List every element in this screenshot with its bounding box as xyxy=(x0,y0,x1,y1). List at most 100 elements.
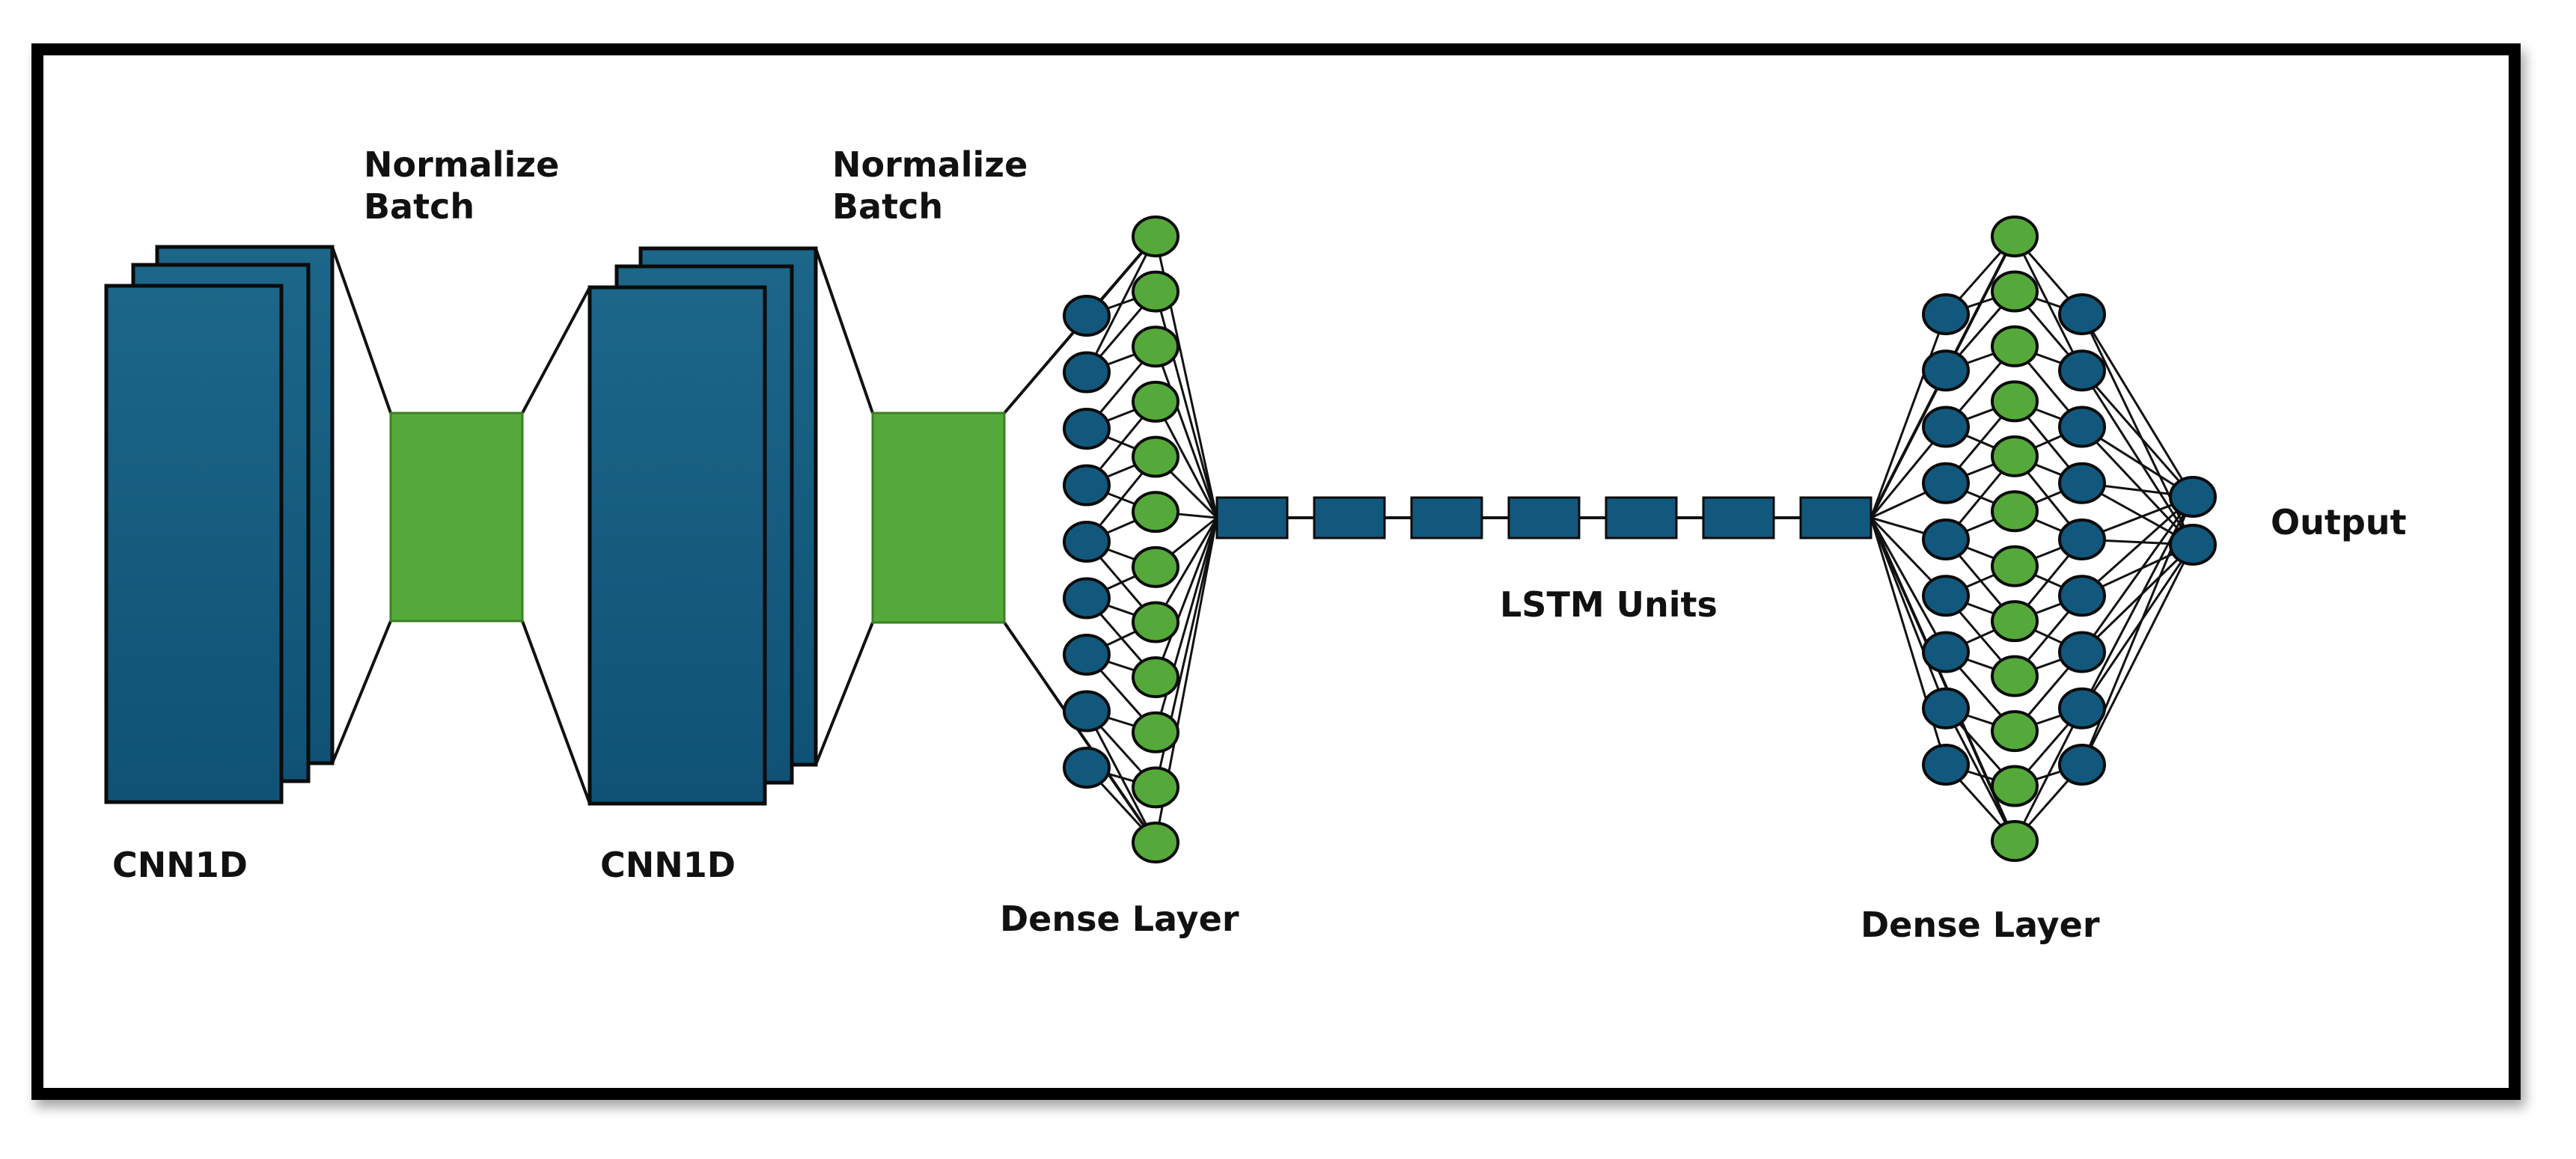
diagram-shapes xyxy=(104,215,2217,863)
dense1-green-node xyxy=(1132,711,1179,753)
dense2-to-output-edge xyxy=(2081,495,2194,597)
dense2-green-node xyxy=(1991,820,2039,862)
dense2-green-node xyxy=(1991,600,2039,643)
lstm-unit xyxy=(1799,496,1873,539)
output-label: Output xyxy=(2271,502,2407,542)
lstm-to-dense2-edge xyxy=(1870,517,1947,709)
dense2-right-node xyxy=(2058,406,2106,448)
dense2-green-node xyxy=(1991,765,2039,807)
dense2-green-node xyxy=(1991,655,2039,697)
dense2-to-output-edge xyxy=(2081,496,2194,653)
norm2-to-dense1-bottom xyxy=(1003,621,1157,844)
dense1-green-node xyxy=(1132,270,1179,313)
dense1-green-node xyxy=(1132,325,1179,368)
dense2-green-node xyxy=(1991,270,2039,313)
lstm-to-dense2-edge xyxy=(1870,370,1947,519)
cnn1-label: CNN1D xyxy=(112,845,248,885)
dense2-left-node xyxy=(1922,462,1970,504)
dense1-to-lstm-edge xyxy=(1154,517,1218,678)
dense2-to-output-edge xyxy=(2081,426,2194,546)
dense1-green-node xyxy=(1132,601,1179,643)
dense2-to-output-edge xyxy=(2081,543,2194,653)
lstm-to-dense2-edge xyxy=(1870,314,1947,519)
dense1-edge xyxy=(1085,236,1157,373)
dense1-blue-node xyxy=(1063,351,1111,394)
dense1-blue-node xyxy=(1063,464,1111,507)
dense2-left-node xyxy=(1922,406,1970,448)
lstm-unit xyxy=(1215,496,1289,539)
lstm-to-dense2-bottom xyxy=(1870,517,2016,842)
norm1-to-cnn2-bottom xyxy=(521,620,591,804)
lstm-label: LSTM Units xyxy=(1500,584,1718,625)
dense1-green-node xyxy=(1132,656,1179,699)
dense2-right-node xyxy=(2058,631,2106,673)
dense2-to-output-edge xyxy=(2081,544,2194,709)
dense1-green-node xyxy=(1132,766,1179,809)
dense2-right-node xyxy=(2058,462,2106,504)
dense2-edge xyxy=(1944,236,2016,371)
norm2-block xyxy=(871,412,1006,624)
output-node xyxy=(2169,524,2217,566)
norm2-label-line1: Normalize xyxy=(832,144,1028,185)
cnn2-to-norm2-top xyxy=(814,248,874,414)
dense1-green-node xyxy=(1132,545,1179,588)
dense2-left-node xyxy=(1922,349,1970,392)
dense1-blue-node xyxy=(1063,577,1111,620)
lstm-unit xyxy=(1702,496,1775,539)
lstm-unit xyxy=(1605,496,1678,539)
dense2-to-output-edge xyxy=(2081,544,2194,765)
dense2-left-node xyxy=(1922,687,1970,730)
lstm-unit xyxy=(1410,496,1483,539)
dense1-blue-node xyxy=(1063,634,1111,676)
dense1-green-node xyxy=(1132,822,1179,863)
cnn2-to-norm2-bottom xyxy=(814,622,874,765)
dense2-to-output-edge xyxy=(2081,314,2194,498)
cnn1-to-norm1-top xyxy=(331,246,392,414)
dense2-edge xyxy=(2013,708,2084,842)
dense2-right-node xyxy=(2058,575,2106,617)
dense2-left-node xyxy=(1922,293,1970,335)
output-node xyxy=(2169,476,2217,518)
dense1-green-node xyxy=(1132,380,1179,423)
dense1-green-node xyxy=(1132,215,1179,257)
dense2-label: Dense Layer xyxy=(1861,905,2100,945)
cnn2-block-front xyxy=(587,285,767,806)
dense2-green-node xyxy=(1991,435,2039,477)
dense2-green-node xyxy=(1991,215,2039,257)
dense1-green-node xyxy=(1132,435,1179,478)
dense2-green-node xyxy=(1991,325,2039,367)
cnn1-to-norm1-bottom xyxy=(331,620,392,764)
dense2-left-node xyxy=(1922,631,1970,673)
dense2-left-node xyxy=(1922,519,1970,560)
dense1-blue-node xyxy=(1063,690,1111,733)
dense2-right-node xyxy=(2058,293,2106,335)
norm1-to-cnn2-top xyxy=(521,287,591,414)
dense2-green-node xyxy=(1991,380,2039,423)
cnn1-block-front xyxy=(104,284,284,804)
dense1-blue-node xyxy=(1063,521,1111,563)
lstm-unit xyxy=(1313,496,1386,539)
norm1-label-line2: Batch xyxy=(364,186,474,227)
dense2-to-output-edge xyxy=(2081,370,2194,545)
dense2-green-node xyxy=(1991,545,2039,587)
dense2-right-node xyxy=(2058,519,2106,560)
dense1-blue-node xyxy=(1063,747,1111,789)
dense2-to-output-edge xyxy=(2081,370,2194,498)
dense1-label: Dense Layer xyxy=(1000,899,1239,939)
dense2-green-node xyxy=(1991,490,2039,533)
dense1-blue-node xyxy=(1063,295,1111,337)
dense2-right-node xyxy=(2058,687,2106,730)
dense2-left-node xyxy=(1922,575,1970,617)
lstm-to-dense2-edge xyxy=(1870,517,1947,653)
dense2-right-node xyxy=(2058,744,2106,786)
lstm-unit xyxy=(1507,496,1581,539)
norm1-label-line1: Normalize xyxy=(364,144,559,185)
norm2-label-line2: Batch xyxy=(832,186,943,227)
dense1-green-node xyxy=(1132,491,1179,533)
dense1-blue-node xyxy=(1063,408,1111,450)
dense1-to-lstm-edge xyxy=(1154,517,1218,733)
dense2-right-node xyxy=(2058,349,2106,392)
dense2-left-node xyxy=(1922,744,1970,786)
